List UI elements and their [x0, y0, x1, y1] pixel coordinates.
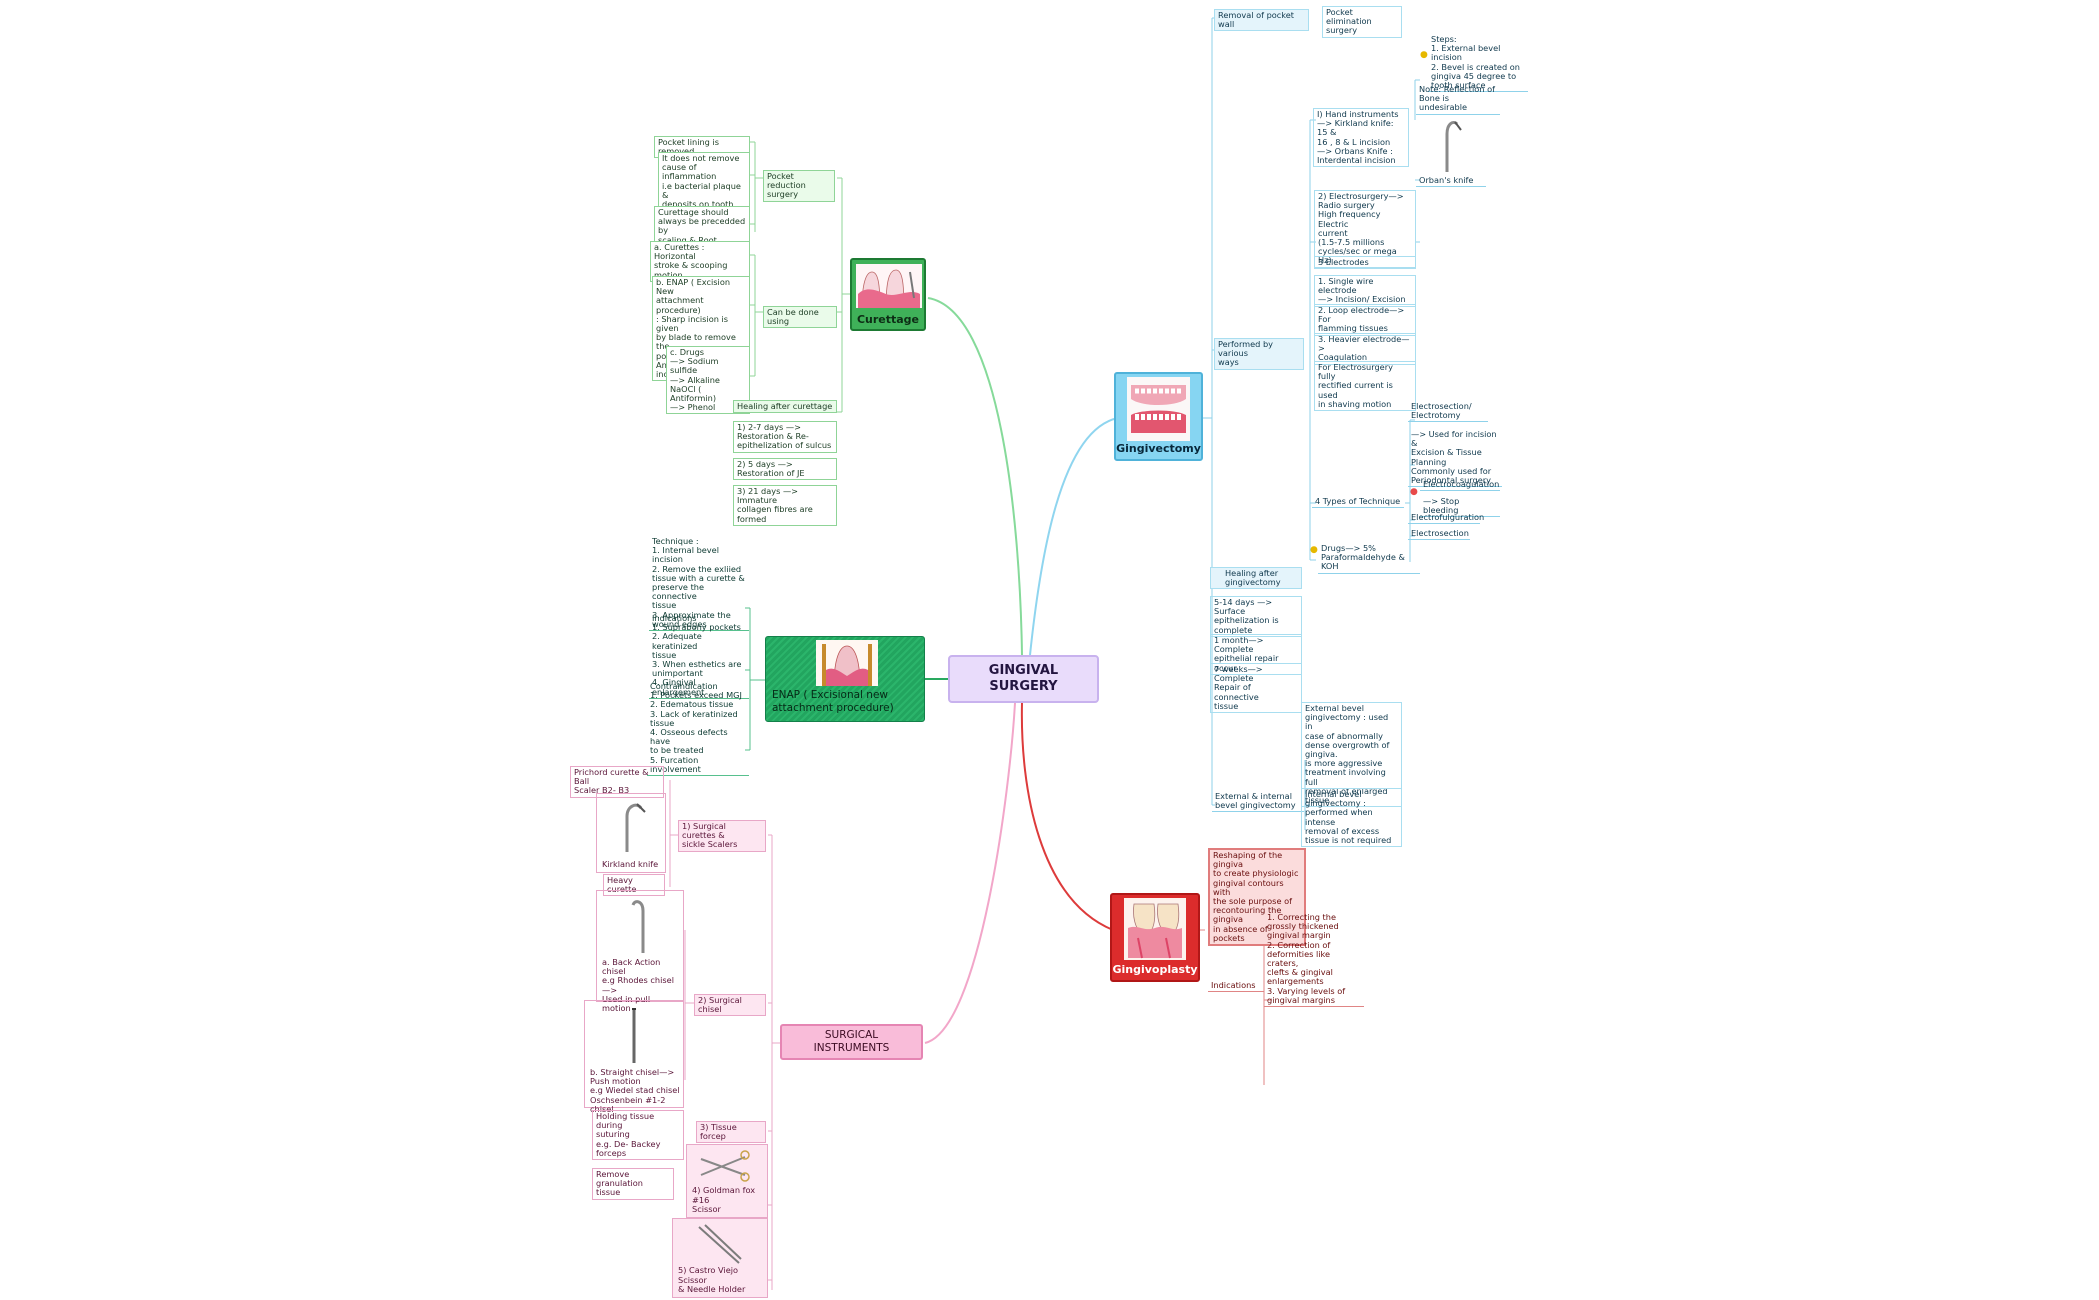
gv-electrode-1[interactable]: 1. Single wire electrode —> Incision/ Ex… [1314, 275, 1416, 307]
central-topic-label: GINGIVAL SURGERY [988, 663, 1059, 694]
si-remove-granulation[interactable]: Remove granulation tissue [592, 1168, 674, 1200]
si-straight-box[interactable]: b. Straight chisel—> Push motion e.g Wie… [584, 1000, 684, 1113]
gv-pocket-elimination[interactable]: Pocket elimination surgery [1322, 6, 1402, 38]
gv-hand-instruments[interactable]: I) Hand instruments —> Kirkland knife: 1… [1313, 108, 1409, 168]
curettage-curettes[interactable]: a. Curettes : Horizontal stroke & scoopi… [650, 241, 750, 282]
gp-indications-label[interactable]: Indications [1208, 980, 1264, 993]
gv-electrode-note[interactable]: For Electrosurgery fully rectified curre… [1314, 361, 1416, 411]
branch-gingivoplasty[interactable]: Gingivoplasty [1110, 893, 1200, 982]
si-prichord[interactable]: Prichord curette & Ball Scaler B2- B3 [570, 766, 664, 798]
gv-steps[interactable]: Steps: 1. External bevel incision 2. Bev… [1428, 34, 1528, 93]
gv-electrofulguration[interactable]: Electrofulguration [1408, 512, 1484, 525]
orbans-knife-image [1445, 120, 1462, 172]
gv-internal[interactable]: Internal bevel gingivectomy : performed … [1301, 788, 1402, 848]
gv-removal-pocket-wall[interactable]: Removal of pocket wall [1214, 9, 1309, 32]
curettage-can-be-done[interactable]: Can be done using [763, 306, 837, 329]
gingivoplasty-title: Gingivoplasty [1112, 963, 1198, 976]
gv-used-for[interactable]: —> Used for incision & Excision & Tissue… [1408, 429, 1502, 488]
curettage-healing-2[interactable]: 2) 5 days —> Restoration of JE [733, 458, 837, 481]
gv-electrosurgery[interactable]: 2) Electrosurgery—> Radio surgery High f… [1314, 190, 1416, 268]
si-castro-box[interactable]: 5) Castro Viejo Scissor & Needle Holder [672, 1218, 768, 1298]
stop-bleeding-icon: ● [1410, 487, 1418, 497]
gv-healing-title[interactable]: Healing after gingivectomy [1210, 567, 1302, 590]
si-holding[interactable]: Holding tissue during suturing e.g. De- … [592, 1110, 684, 1160]
gingivoplasty-teeth-image [1124, 898, 1186, 960]
gv-electrodes-title[interactable]: 3 Electrodes [1314, 256, 1416, 270]
curettage-healing-title[interactable]: Healing after curettage [733, 400, 837, 414]
gv-healing-2[interactable]: 1 month—> Complete epithelial repair occ… [1210, 634, 1302, 675]
gingivectomy-teeth-image [1127, 377, 1190, 441]
curettage-pocket-reduction[interactable]: Pocket reduction surgery [763, 170, 835, 202]
gv-drugs[interactable]: Drugs—> 5% Paraformaldehyde & KOH [1318, 543, 1420, 574]
gv-electrocoag[interactable]: Electrocoagulation [1420, 479, 1500, 492]
gv-electrode-2[interactable]: 2. Loop electrode—> For flamming tissues [1314, 304, 1416, 336]
kirkland-knife-image [625, 803, 646, 852]
si-chisel[interactable]: 2) Surgical chisel [694, 994, 766, 1017]
curettage-healing-3[interactable]: 3) 21 days —> Immature collagen fibres a… [733, 485, 837, 526]
si-goldman: 4) Goldman fox #16 Scissor [692, 1185, 756, 1214]
gp-indications[interactable]: 1. Correcting the grossly thickened ging… [1264, 912, 1364, 1007]
gv-electrosection-title[interactable]: Electrosection/ Electrotomy [1408, 401, 1488, 423]
surgical-instruments-title: SURGICAL INSTRUMENTS [813, 1029, 890, 1054]
si-kirkland-box[interactable]: Kirkland knife [596, 793, 666, 873]
curettage-healing-1[interactable]: 1) 2-7 days —> Restoration & Re- epithel… [733, 421, 837, 453]
branch-surgical-instruments[interactable]: SURGICAL INSTRUMENTS [780, 1024, 923, 1060]
si-curettes[interactable]: 1) Surgical curettes & sickle Scalers [678, 820, 766, 852]
drugs-bulb-icon: ● [1310, 545, 1318, 555]
si-straight: b. Straight chisel—> Push motion e.g Wie… [590, 1067, 680, 1114]
enap-title: ENAP ( Excisional new attachment procedu… [772, 688, 894, 714]
gv-healing-1[interactable]: 5-14 days —> Surface epithelization is c… [1210, 596, 1302, 637]
gv-note[interactable]: Note: Reflection of Bone is undesirable [1416, 84, 1500, 115]
gv-electrosection[interactable]: Electrosection [1408, 528, 1470, 541]
si-kirkland-caption: Kirkland knife [602, 858, 659, 869]
gp-definition[interactable]: Reshaping of the gingiva to create physi… [1208, 848, 1306, 946]
gv-various-ways[interactable]: Performed by various ways [1214, 338, 1304, 370]
enap-technique[interactable]: Technique : 1. Internal bevel incision 2… [649, 536, 749, 631]
gv-ext-int[interactable]: External & internal bevel gingivectomy [1212, 791, 1304, 813]
si-back-action-box[interactable]: a. Back Action chisel e.g Rhodes chisel—… [596, 890, 684, 1013]
gv-types-technique[interactable]: 4 Types of Technique [1312, 496, 1404, 509]
enap-teeth-image [816, 640, 878, 686]
curettage-teeth-image [856, 264, 922, 308]
curettage-title: Curettage [856, 313, 920, 326]
si-goldman-box[interactable]: 4) Goldman fox #16 Scissor [686, 1144, 768, 1218]
gv-external[interactable]: External bevel gingivectomy : used in ca… [1301, 702, 1402, 808]
gv-healing-3[interactable]: 7 weeks—> Complete Repair of connective … [1210, 663, 1302, 713]
gv-stop-bleeding[interactable]: —> Stop bleeding [1420, 496, 1500, 518]
si-heavy-curette[interactable]: Heavy curette [603, 874, 665, 897]
gv-electrode-3[interactable]: 3. Heavier electrode—> Coagulation [1314, 333, 1416, 365]
si-back-action: a. Back Action chisel e.g Rhodes chisel—… [602, 957, 674, 1013]
steps-bulb-icon: ● [1420, 50, 1428, 60]
si-tissue-forcep[interactable]: 3) Tissue forcep [696, 1121, 766, 1144]
branch-curettage[interactable]: Curettage [850, 258, 926, 331]
branch-gingivectomy[interactable]: Gingivectomy [1114, 372, 1203, 461]
gingivectomy-title: Gingivectomy [1116, 442, 1201, 455]
enap-contraindication[interactable]: Contraindication 1. Pockets exceed MGJ 2… [647, 681, 749, 776]
castro-scissor-image [698, 1224, 742, 1264]
straight-chisel-image [632, 1008, 636, 1063]
central-topic[interactable]: GINGIVAL SURGERY [948, 655, 1099, 703]
si-castro: 5) Castro Viejo Scissor & Needle Holder [678, 1265, 746, 1294]
goldman-scissor-image [700, 1150, 750, 1182]
branch-enap[interactable]: ENAP ( Excisional new attachment procedu… [765, 636, 925, 722]
back-action-chisel-image [631, 900, 645, 953]
enap-indications[interactable]: Indications 1. Suprabony pockets 2. Adeq… [649, 613, 749, 699]
gv-orbans-caption[interactable]: Orban's knife [1416, 175, 1486, 188]
